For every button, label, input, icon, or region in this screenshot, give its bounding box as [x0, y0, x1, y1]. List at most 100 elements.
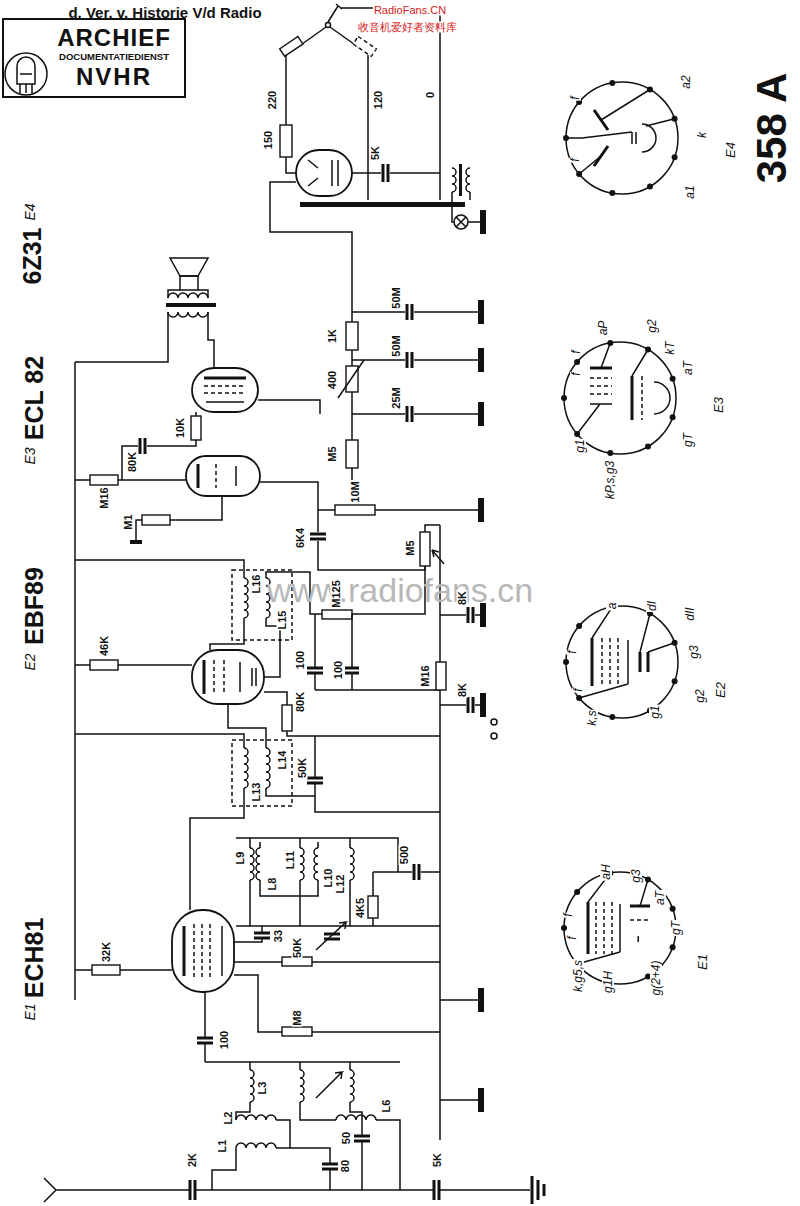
component-value: 80K — [295, 691, 306, 713]
pin-name: f — [566, 649, 578, 654]
if-detector-stage — [264, 692, 440, 736]
component-value: L16 — [251, 574, 262, 595]
mixer-oscillator-stage — [172, 910, 234, 992]
tube-pin — [609, 190, 615, 196]
component-value: 80K — [127, 451, 138, 473]
pin-name: g(2+4) — [650, 959, 662, 996]
component-value: 46K — [99, 635, 110, 657]
tube-base-diagram — [590, 376, 642, 420]
pin-name: g2 — [646, 318, 658, 333]
power-supply — [308, 160, 338, 186]
component-value: 0 — [425, 91, 436, 99]
component-value: 6K4 — [295, 527, 306, 549]
tube-index: E3 — [23, 446, 37, 465]
power-supply — [270, 182, 352, 480]
mixer-oscillator-stage — [221, 926, 223, 976]
tube-pin — [563, 659, 569, 665]
pin-name: k,s — [586, 709, 598, 726]
tube-base-diagram — [577, 873, 648, 964]
audio-stage — [75, 412, 196, 480]
tube-pin — [670, 906, 676, 912]
loudspeaker — [166, 303, 216, 307]
power-supply — [352, 312, 478, 414]
mains-selector — [280, 4, 440, 200]
pin-name: g3 — [630, 868, 642, 883]
tube-type: ECL 82 — [22, 355, 47, 441]
audio-stage — [420, 532, 430, 566]
component-value: L10 — [323, 868, 334, 889]
tube-pin — [647, 184, 653, 190]
stamp-text: DOCUMENTATIEDIENST — [56, 52, 172, 63]
component-value: 500 — [399, 845, 410, 865]
component-value: 50M — [391, 334, 402, 357]
stamp-text: ARCHIEF — [56, 24, 172, 52]
pin-name: g1 — [649, 704, 661, 719]
power-supply — [352, 172, 440, 174]
loudspeaker — [180, 276, 198, 290]
component-value: 50K — [297, 757, 308, 779]
aerial-input-stage — [190, 1176, 544, 1204]
tube-index: E4 — [724, 141, 737, 159]
tube-pin — [563, 80, 678, 196]
component-value: 5K — [370, 145, 381, 161]
pin-name: kP,s,g3 — [604, 460, 616, 500]
mixer-oscillator-stage — [197, 933, 340, 1043]
component-value: L12 — [335, 874, 346, 895]
component-value: L9 — [235, 851, 246, 866]
component-value: L6 — [381, 1099, 392, 1114]
audio-stage — [186, 456, 260, 496]
pin-name: k,g5,s — [572, 959, 584, 993]
pin-name: kT — [664, 340, 676, 355]
mains-selector — [286, 27, 368, 200]
component-value: 4K5 — [355, 897, 366, 919]
tube-pin — [609, 80, 615, 86]
pin-name: f — [566, 935, 578, 940]
watermark: 收音机爱好者资料库 — [357, 22, 458, 33]
component-value: 10M — [350, 480, 361, 503]
component-value: 50K — [292, 937, 303, 959]
mains-selector — [353, 37, 376, 57]
audio-stage — [204, 386, 246, 393]
component-value: 2K — [187, 1152, 198, 1168]
if-detector-stage — [491, 719, 497, 725]
tube-base-diagram — [592, 638, 648, 686]
component-value: 25M — [391, 386, 402, 409]
component-value: L1 — [217, 1139, 228, 1154]
power-supply — [346, 440, 358, 468]
stamp-tube-icon — [17, 57, 35, 93]
tube-type: ECH81 — [22, 917, 47, 1000]
tube-base-diagram — [566, 606, 678, 718]
tube-base-diagram — [588, 902, 650, 954]
pin-name: k — [696, 131, 708, 139]
tube-index: E4 — [23, 202, 37, 221]
tube-pin — [672, 154, 678, 160]
tube-pin — [607, 450, 613, 456]
tube-base-diagram — [566, 82, 678, 194]
pin-name: g1H — [602, 970, 614, 994]
power-supply — [459, 164, 462, 196]
tube-pin — [670, 944, 676, 950]
component-value: 8K — [457, 682, 468, 698]
pin-name: f — [562, 912, 574, 917]
tube-pin — [645, 444, 651, 450]
pin-name: f — [570, 349, 582, 354]
aerial-input-stage — [478, 1088, 484, 1112]
pin-name: g2 — [694, 688, 706, 703]
audio-stage — [215, 464, 217, 488]
archive-stamp: ARCHIEFDOCUMENTATIEDIENSTNVHR — [2, 18, 186, 98]
tube-pin — [576, 623, 582, 629]
mixer-oscillator-stage — [183, 926, 186, 976]
tube-base-diagram — [602, 638, 618, 686]
component-value: M16 — [99, 486, 110, 509]
pin-name: f — [569, 157, 581, 162]
pin-name: a — [606, 602, 618, 611]
component-value: M5 — [327, 445, 338, 462]
tube-base-diagram — [563, 604, 678, 720]
audio-stage — [191, 416, 201, 440]
component-value: L8 — [267, 877, 278, 892]
mixer-oscillator-stage — [316, 922, 346, 950]
power-supply — [346, 322, 358, 350]
component-value: 5K — [432, 1152, 443, 1168]
tube-pin — [672, 678, 678, 684]
